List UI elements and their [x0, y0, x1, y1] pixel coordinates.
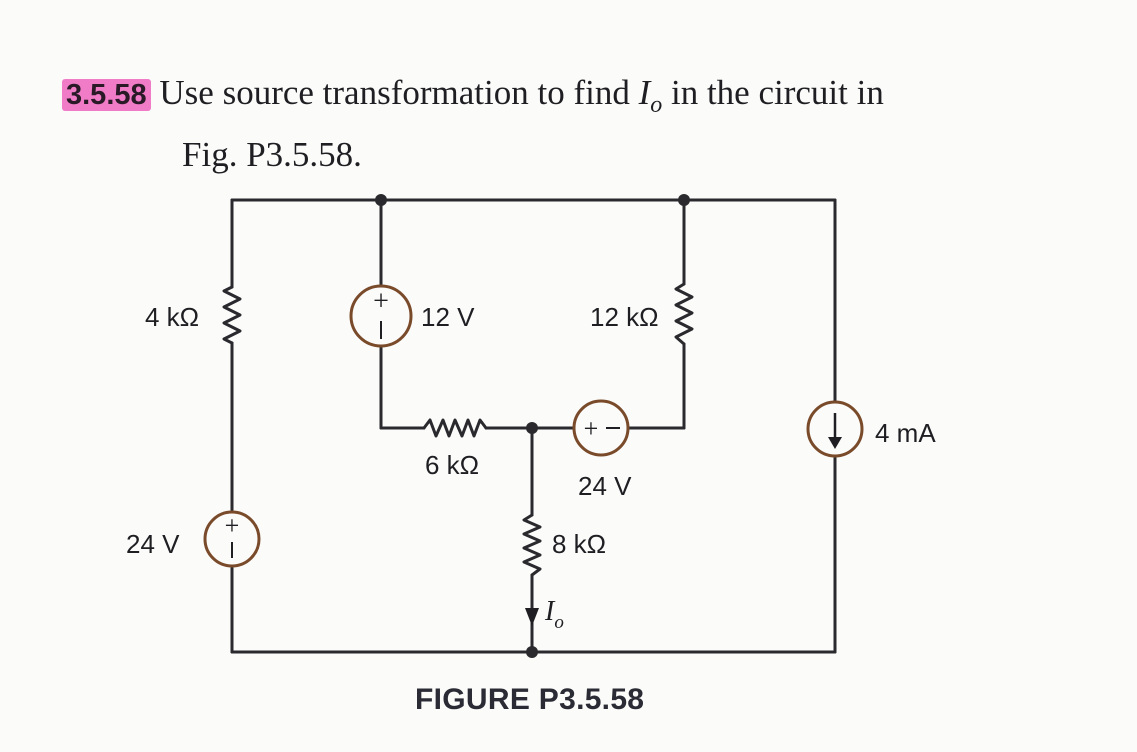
current-var: I	[544, 596, 556, 627]
node-dot	[678, 194, 690, 206]
plus-sign-icon: +	[584, 414, 599, 443]
label-v-left: 24 V	[126, 529, 180, 559]
node-dot	[526, 646, 538, 658]
current-arrow-icon	[525, 608, 539, 626]
label-i-source: 4 mA	[875, 418, 936, 448]
problem-number: 3.5.58	[62, 79, 151, 111]
problem-text-after: in the circuit in	[662, 73, 884, 112]
label-current-variable: Io	[544, 596, 564, 633]
problem-statement: 3.5.58 Use source transformation to find…	[62, 68, 1062, 180]
plus-sign-icon: +	[225, 511, 240, 540]
problem-line-1: 3.5.58 Use source transformation to find…	[62, 68, 1062, 130]
current-sub: o	[554, 612, 564, 633]
arrow-down-icon	[828, 437, 842, 449]
plus-sign-icon: +	[373, 286, 389, 317]
resistor-12k	[674, 282, 694, 346]
figure-caption: FIGURE P3.5.58	[415, 683, 645, 716]
label-v-mid: 24 V	[578, 471, 632, 501]
junction-nodes	[375, 194, 690, 658]
label-r-left: 4 kΩ	[145, 302, 199, 332]
problem-text-before: Use source transformation to find	[159, 73, 639, 112]
resistor-4k	[222, 285, 242, 345]
label-r-mid: 6 kΩ	[425, 450, 479, 480]
node-dot	[375, 194, 387, 206]
problem-variable: I	[638, 73, 651, 112]
v24-mid-ring	[572, 399, 630, 457]
resistor-6k	[422, 418, 488, 438]
v12-ring	[349, 284, 413, 348]
current-source-4ma	[806, 400, 864, 458]
label-r-bottom: 8 kΩ	[552, 529, 606, 559]
v24-left-ring	[203, 510, 261, 568]
problem-variable-subscript: o	[650, 92, 663, 118]
resistor-8k	[522, 513, 542, 577]
voltage-source-24v-left: +	[203, 510, 261, 568]
node-dot	[526, 422, 538, 434]
label-v-top: 12 V	[421, 302, 475, 332]
voltage-source-12v: +	[349, 284, 413, 348]
problem-line-2: Fig. P3.5.58.	[182, 135, 362, 174]
label-r-right: 12 kΩ	[590, 302, 659, 332]
voltage-source-24v-mid: +	[572, 399, 630, 457]
resistors	[222, 282, 694, 577]
